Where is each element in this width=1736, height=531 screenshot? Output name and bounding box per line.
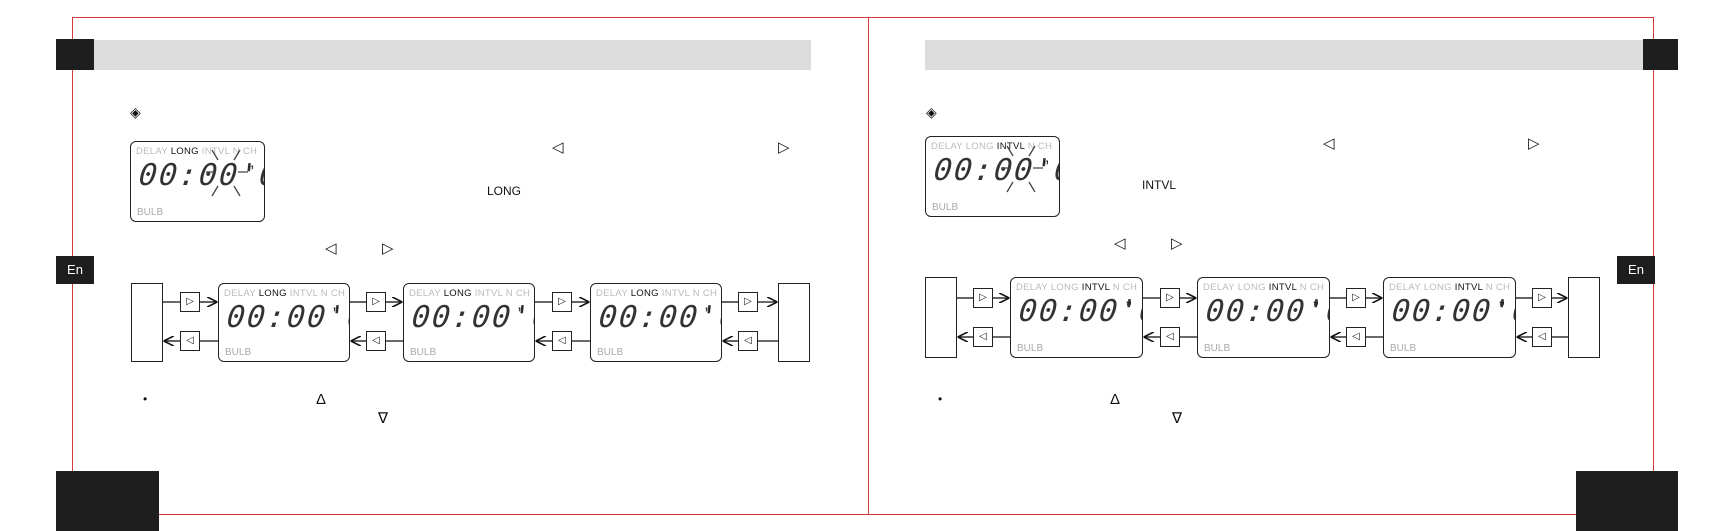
sequence-start-box bbox=[131, 283, 163, 362]
lcd-display-step-1: DELAY LONG INTVL N CH 00:00'06 ” BULB bbox=[1010, 277, 1143, 358]
prev-button-icon: ◁ bbox=[366, 331, 386, 351]
lcd-seconds-mark: ” bbox=[333, 304, 339, 323]
up-arrow-icon: Δ bbox=[316, 391, 327, 408]
down-arrow-icon: ∇ bbox=[1172, 410, 1183, 427]
next-button-icon: ▷ bbox=[1346, 288, 1366, 308]
lcd-footer: BULB bbox=[597, 347, 624, 358]
lcd-footer: BULB bbox=[225, 347, 252, 358]
lcd-footer: BULB bbox=[1204, 343, 1231, 354]
right-arrow-icon: ▷ bbox=[1171, 235, 1183, 252]
left-arrow-icon: ◁ bbox=[325, 240, 337, 257]
intvl-mode-label: INTVL bbox=[1142, 178, 1177, 192]
lcd-display-step-2: DELAY LONG INTVL N CH 00:00'01 ” BULB bbox=[403, 283, 535, 362]
lcd-mode-row: DELAY LONG INTVL N CH bbox=[224, 288, 346, 299]
header-bar-right bbox=[925, 40, 1643, 70]
lcd-mode-row: DELAY LONG INTVL N CH bbox=[136, 146, 258, 157]
next-button-icon: ▷ bbox=[1160, 288, 1180, 308]
sequence-end-box bbox=[778, 283, 810, 362]
prev-button-icon: ◁ bbox=[738, 331, 758, 351]
up-arrow-icon: Δ bbox=[1110, 391, 1121, 408]
prev-button-icon: ◁ bbox=[180, 331, 200, 351]
next-button-icon: ▷ bbox=[180, 292, 200, 312]
prev-button-icon: ◁ bbox=[1160, 327, 1180, 347]
left-arrow-icon: ◁ bbox=[1323, 135, 1335, 152]
lcd-mode-row: DELAY LONG INTVL N CH bbox=[409, 288, 531, 299]
right-arrow-icon: ▷ bbox=[1528, 135, 1540, 152]
lcd-footer: BULB bbox=[1390, 343, 1417, 354]
header-block-left bbox=[56, 39, 94, 70]
lcd-footer: BULB bbox=[410, 347, 437, 358]
prev-button-icon: ◁ bbox=[973, 327, 993, 347]
lcd-display-step-3: DELAY LONG INTVL N CH 00:00'01 ” BULB bbox=[590, 283, 722, 362]
lcd-display-step-3: DELAY LONG INTVL N CH 00:00'06 ” BULB bbox=[1383, 277, 1516, 358]
lcd-footer: BULB bbox=[137, 207, 164, 218]
language-tab-left: En bbox=[56, 256, 94, 284]
prev-button-icon: ◁ bbox=[552, 331, 572, 351]
bullet: • bbox=[938, 392, 943, 406]
long-mode-label: LONG bbox=[487, 184, 522, 198]
page-number-block-left bbox=[56, 471, 159, 531]
lcd-mode-row: DELAY LONG INTVL N CH bbox=[1016, 282, 1138, 293]
lcd-footer: BULB bbox=[932, 202, 959, 213]
lcd-display-main-left: DELAY LONG INTVL N CH 00:00'00 ” BULB bbox=[130, 141, 265, 222]
left-arrow-icon: ◁ bbox=[552, 139, 564, 156]
prev-button-icon: ◁ bbox=[1532, 327, 1552, 347]
language-tab-right: En bbox=[1617, 256, 1655, 284]
lcd-footer: BULB bbox=[1017, 343, 1044, 354]
next-button-icon: ▷ bbox=[738, 292, 758, 312]
lcd-seconds-mark: ” bbox=[1313, 298, 1319, 317]
diamond-icon: ◈ bbox=[926, 104, 937, 120]
lcd-seconds-mark: ” bbox=[518, 304, 524, 323]
header-bar-left bbox=[94, 40, 811, 70]
lcd-seconds-mark: ” bbox=[1043, 157, 1049, 176]
lcd-display-step-2: DELAY LONG INTVL N CH 00:00'06 ” BULB bbox=[1197, 277, 1330, 358]
lcd-seconds-mark: ” bbox=[1499, 298, 1505, 317]
lcd-seconds-mark: ” bbox=[705, 304, 711, 323]
lcd-display-main-right: DELAY LONG INTVL N CH 00:00'01 ” BULB bbox=[925, 136, 1060, 217]
down-arrow-icon: ∇ bbox=[378, 410, 389, 427]
right-arrow-icon: ▷ bbox=[382, 240, 394, 257]
lcd-mode-row: DELAY LONG INTVL N CH bbox=[1389, 282, 1511, 293]
prev-button-icon: ◁ bbox=[1346, 327, 1366, 347]
next-button-icon: ▷ bbox=[973, 288, 993, 308]
next-button-icon: ▷ bbox=[1532, 288, 1552, 308]
left-arrow-icon: ◁ bbox=[1114, 235, 1126, 252]
lcd-mode-row: DELAY LONG INTVL N CH bbox=[596, 288, 718, 299]
sequence-end-box bbox=[1568, 277, 1600, 358]
lcd-seconds-mark: ” bbox=[1126, 298, 1132, 317]
diamond-icon: ◈ bbox=[130, 104, 141, 120]
next-button-icon: ▷ bbox=[552, 292, 572, 312]
page-number-block-right bbox=[1576, 471, 1678, 531]
sequence-start-box bbox=[925, 277, 957, 358]
lcd-mode-row: DELAY LONG INTVL N CH bbox=[1203, 282, 1325, 293]
lcd-seconds-mark: ” bbox=[248, 162, 254, 181]
header-block-right bbox=[1643, 39, 1678, 70]
bullet: • bbox=[143, 392, 148, 406]
lcd-mode-row: DELAY LONG INTVL N CH bbox=[931, 141, 1053, 152]
page-divider bbox=[868, 17, 869, 515]
next-button-icon: ▷ bbox=[366, 292, 386, 312]
right-arrow-icon: ▷ bbox=[778, 139, 790, 156]
lcd-display-step-1: DELAY LONG INTVL N CH 00:00'01 ” BULB bbox=[218, 283, 350, 362]
